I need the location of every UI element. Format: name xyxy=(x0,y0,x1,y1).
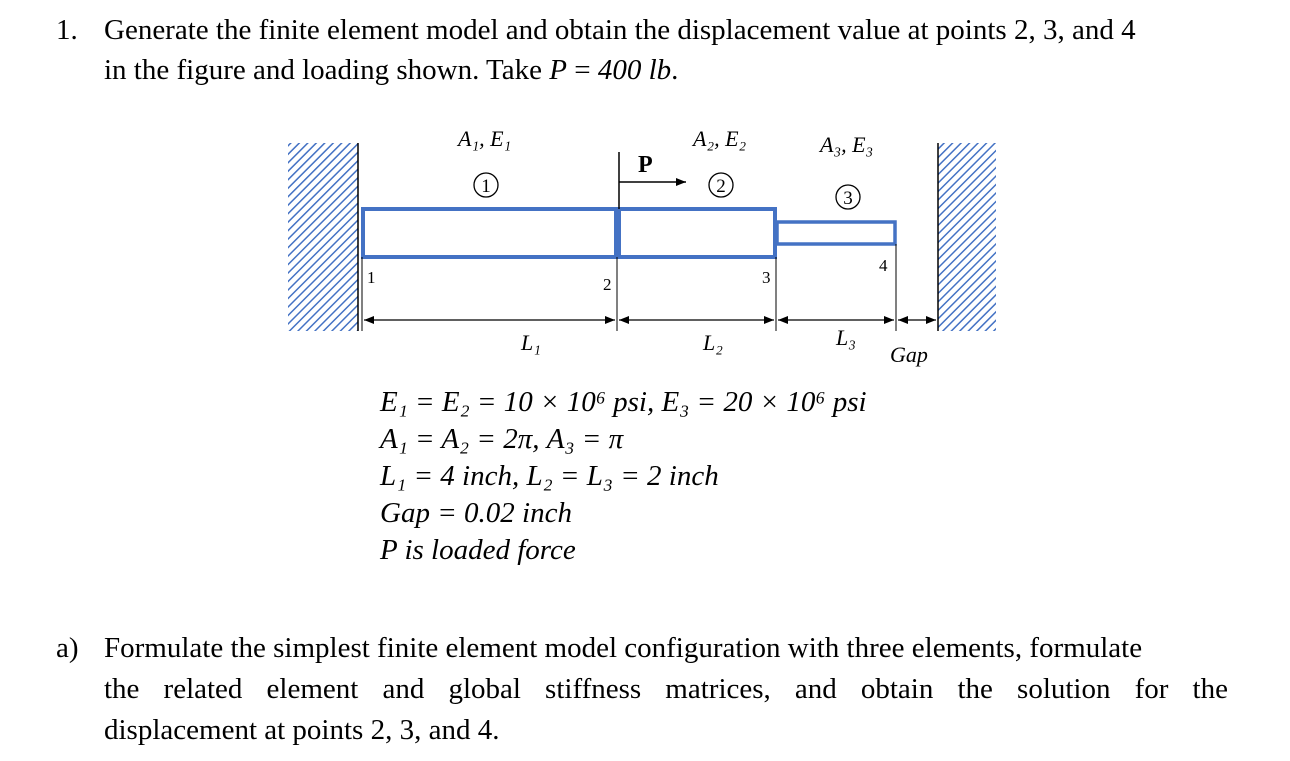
right-wall xyxy=(938,143,996,331)
param-lengths: L₁ = 4 inch, L₂ = L₃ = 2 inch xyxy=(380,460,719,492)
len-2-label: L₂ xyxy=(702,330,723,355)
part-a-line-3: displacement at points 2, 3, and 4. xyxy=(104,714,500,746)
part-a-word: obtain xyxy=(860,673,934,705)
part-a-word: the xyxy=(1192,673,1228,705)
part-a-word: element xyxy=(266,673,359,705)
force-variable: P xyxy=(549,54,567,86)
bar-element-2 xyxy=(617,207,777,259)
bar-element-1 xyxy=(361,207,618,259)
force-label: P xyxy=(638,152,653,178)
element-2-circle xyxy=(708,172,734,198)
label-a1e1: A₁, E₁ xyxy=(456,126,511,151)
element-3-circle xyxy=(835,184,861,210)
equals-sign: = xyxy=(566,54,598,86)
period: . xyxy=(671,54,679,86)
question-number: 1. xyxy=(56,14,78,46)
left-wall xyxy=(288,143,358,331)
param-areas: A₁ = A₂ = 2π, A₃ = π xyxy=(380,423,624,455)
part-a-word: global xyxy=(448,673,521,705)
label-a2e2: A₂, E₂ xyxy=(691,126,747,151)
part-a-label: a) xyxy=(56,632,79,664)
part-a-word: and xyxy=(382,673,425,705)
param-force: P is loaded force xyxy=(380,534,576,566)
element-2-number: 2 xyxy=(716,176,726,197)
node-4-number: 4 xyxy=(879,256,888,275)
part-a-word: stiffness xyxy=(545,673,642,705)
node-1-number: 1 xyxy=(367,268,376,287)
bar-element-3 xyxy=(775,220,897,246)
gap-label: Gap xyxy=(890,342,928,367)
label-a3e3: A₃, E₃ xyxy=(818,132,873,157)
question-line-2-prefix: in the figure and loading shown. Take xyxy=(104,54,550,86)
len-1-label: L₁ xyxy=(520,330,541,355)
part-a-word: matrices, xyxy=(665,673,771,705)
len-3-label: L₃ xyxy=(835,325,856,350)
part-a-word: and xyxy=(794,673,837,705)
part-a-word: solution xyxy=(1017,673,1111,705)
element-1-number: 1 xyxy=(481,176,491,197)
part-a-line-1: Formulate the simplest finite element mo… xyxy=(104,632,1143,664)
param-gap: Gap = 0.02 inch xyxy=(380,497,572,529)
part-a-word: for xyxy=(1134,673,1169,705)
param-moduli: E₁ = E₂ = 10 × 10⁶ psi, E₃ = 20 × 10⁶ ps… xyxy=(380,386,867,418)
part-a-word: related xyxy=(163,673,243,705)
part-a-word: the xyxy=(104,673,140,705)
question-line-2: in the figure and loading shown. Take P … xyxy=(104,54,678,87)
node-2-number: 2 xyxy=(603,275,612,294)
force-value: 400 lb xyxy=(597,54,672,86)
node-3-number: 3 xyxy=(762,268,771,287)
part-a-word: the xyxy=(957,673,993,705)
element-1-circle xyxy=(473,172,499,198)
part-a-line-2: the related element and global stiffness matri… xyxy=(104,673,1228,706)
element-3-number: 3 xyxy=(843,188,853,209)
question-line-1: Generate the finite element model and ob… xyxy=(104,14,1136,46)
